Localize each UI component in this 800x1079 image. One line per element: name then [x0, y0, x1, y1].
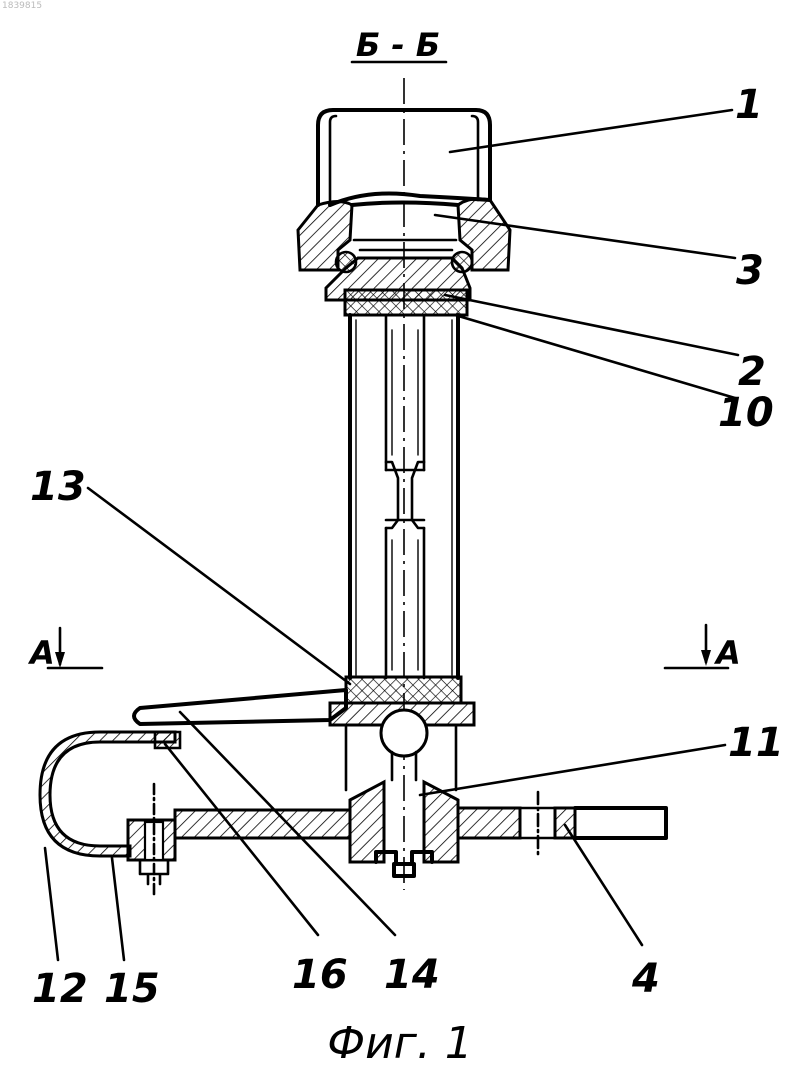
label-11: 11: [728, 720, 784, 766]
label-10: 10: [718, 390, 774, 436]
label-15: 15: [104, 966, 160, 1012]
label-1: 1: [735, 82, 763, 128]
label-13: 13: [30, 464, 86, 510]
label-12: 12: [32, 966, 88, 1012]
label-4: 4: [631, 956, 660, 1002]
ball: [381, 710, 427, 756]
leader-4: [565, 825, 642, 945]
part-10-upper-gasket: [345, 290, 467, 315]
doc-number: 1839815: [2, 1, 42, 11]
leader-10: [455, 315, 735, 398]
cut-label-right: А: [713, 634, 741, 672]
part-15-screw: [128, 784, 175, 898]
leader-15: [112, 858, 124, 960]
part-13-lower-gasket: [346, 677, 461, 703]
leader-13: [88, 488, 350, 684]
leader-1: [450, 110, 732, 152]
cut-marker-left: [48, 628, 102, 668]
label-3: 3: [736, 248, 764, 294]
stem-rod: [386, 315, 424, 678]
part-14-lever: [134, 690, 346, 724]
cut-label-left: А: [27, 634, 55, 672]
label-2: 2: [738, 349, 766, 395]
section-title: Б - Б: [356, 26, 440, 64]
leader-12: [45, 848, 58, 960]
label-14: 14: [384, 952, 440, 998]
label-16: 16: [292, 952, 348, 998]
figure-caption: Фиг. 1: [327, 1018, 473, 1069]
leader-11: [420, 745, 725, 795]
